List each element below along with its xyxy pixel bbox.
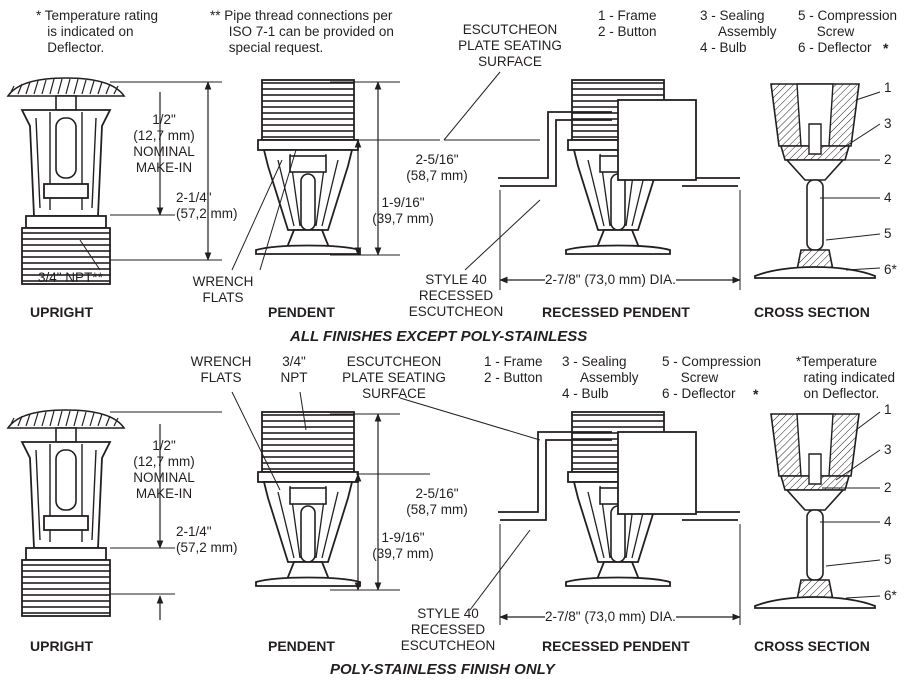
legend-col3-top: 5 - Compression Screw 6 - Deflector: [798, 8, 898, 55]
upright-sprinkler-top: [7, 77, 125, 285]
view-upright-top: UPRIGHT: [30, 304, 93, 320]
callout-5-bottom: 5: [884, 552, 892, 567]
upright-sprinkler-bottom: [7, 409, 125, 617]
diameter-label-bottom: 2-7/8" (73,0 mm) DIA.: [545, 609, 676, 625]
npt-label-bottom: 3/4" NPT: [280, 354, 308, 385]
legend-col2-top: 3 - Sealing Assembly 4 - Bulb: [700, 8, 777, 55]
note-thread: ** Pipe thread connections per ISO 7-1 c…: [210, 8, 394, 55]
nominal-makein-top: 1/2" (12,7 mm) NOMINAL MAKE-IN: [133, 112, 195, 175]
callout-2-top: 2: [884, 152, 892, 167]
pendent-sprinkler-top: [255, 79, 361, 255]
total-height-bottom: 2-1/4" (57,2 mm): [176, 524, 238, 555]
note-temperature-top: * Temperature rating is indicated on Def…: [36, 8, 159, 55]
cross-section-bottom: [754, 413, 876, 609]
callout-3-bottom: 3: [884, 442, 892, 457]
callout-1-bottom: 1: [884, 402, 892, 417]
wrench-flats-label-bottom: WRENCH FLATS: [190, 354, 252, 385]
view-recessed-bottom: RECESSED PENDENT: [542, 638, 690, 654]
nominal-makein-bottom: 1/2" (12,7 mm) NOMINAL MAKE-IN: [133, 438, 195, 501]
recessed-pendent-bottom: [498, 411, 740, 587]
legend-col2-bottom: 3 - Sealing Assembly 4 - Bulb: [562, 354, 639, 401]
wrench-flats-label-top: WRENCH FLATS: [192, 274, 254, 305]
diameter-label-top: 2-7/8" (73,0 mm) DIA.: [545, 272, 676, 288]
callout-4-top: 4: [884, 190, 892, 205]
escutcheon-surface-label-bottom: ESCUTCHEON PLATE SEATING SURFACE: [342, 354, 446, 401]
height-1-9-16-top: 1-9/16" (39,7 mm): [372, 195, 434, 226]
legend-col1-top: 1 - Frame 2 - Button: [598, 8, 657, 39]
npt-label-top: 3/4" NPT**: [38, 270, 103, 285]
callout-3-top: 3: [884, 116, 892, 131]
total-height-top: 2-1/4" (57,2 mm): [176, 190, 238, 221]
callout-2-bottom: 2: [884, 480, 892, 495]
cross-section-top: [754, 83, 876, 279]
style40-label-top: STYLE 40 RECESSED ESCUTCHEON: [408, 272, 504, 319]
deflector-star-bottom: *: [753, 386, 759, 402]
style40-label-bottom: STYLE 40 RECESSED ESCUTCHEON: [400, 606, 496, 653]
height-2-5-16-top: 2-5/16" (58,7 mm): [406, 152, 468, 183]
height-1-9-16-bottom: 1-9/16" (39,7 mm): [372, 530, 434, 561]
view-recessed-top: RECESSED PENDENT: [542, 304, 690, 320]
view-upright-bottom: UPRIGHT: [30, 638, 93, 654]
deflector-star-top: *: [883, 40, 889, 56]
callout-6-top: 6*: [884, 262, 897, 277]
recessed-pendent-top: [498, 79, 740, 255]
callout-5-top: 5: [884, 226, 892, 241]
callout-6-bottom: 6*: [884, 588, 897, 603]
height-2-5-16-bottom: 2-5/16" (58,7 mm): [406, 486, 468, 517]
legend-col3-bottom: 5 - Compression Screw 6 - Deflector: [662, 354, 762, 401]
escutcheon-surface-label-top: ESCUTCHEON PLATE SEATING SURFACE: [458, 22, 562, 69]
view-pendent-top: PENDENT: [268, 304, 335, 320]
view-cross-bottom: CROSS SECTION: [754, 638, 870, 654]
legend-col1-bottom: 1 - Frame 2 - Button: [484, 354, 543, 385]
section-title-bottom: POLY-STAINLESS FINISH ONLY: [330, 661, 555, 678]
note-temperature-bottom: *Temperature rating indicated on Deflect…: [796, 354, 896, 401]
view-cross-top: CROSS SECTION: [754, 304, 870, 320]
pendent-sprinkler-bottom: [255, 411, 361, 587]
callout-4-bottom: 4: [884, 514, 892, 529]
view-pendent-bottom: PENDENT: [268, 638, 335, 654]
callout-1-top: 1: [884, 80, 892, 95]
section-title-top: ALL FINISHES EXCEPT POLY-STAINLESS: [290, 328, 588, 345]
